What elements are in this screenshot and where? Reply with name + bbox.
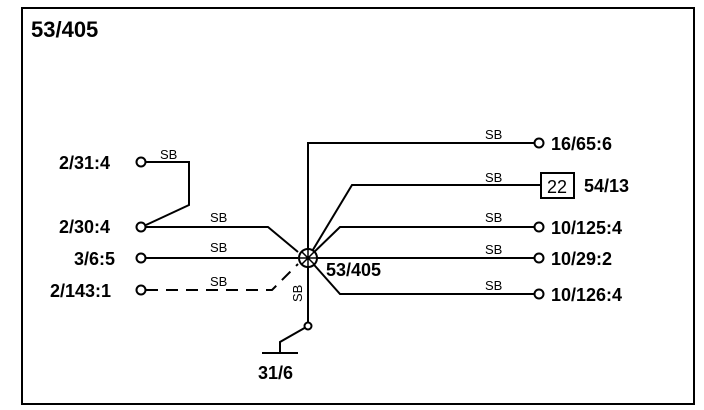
label-10-29-2: 10/29:2 [551, 249, 612, 269]
label-ground: 31/6 [258, 363, 293, 383]
ground-connection: SB 31/6 [258, 258, 313, 383]
wire-color-3-6-5: SB [210, 240, 227, 255]
wire-color-10-126-4: SB [485, 278, 502, 293]
wire-color-2-143-1: SB [210, 274, 227, 289]
connection-10-125-4: 10/125:4 SB [307, 210, 622, 259]
terminal-10-126-4 [533, 288, 545, 300]
splice-label: 53/405 [326, 260, 381, 280]
terminal-2-143-1 [135, 284, 147, 296]
connection-16-65-6: 16/65:6 SB [307, 127, 612, 258]
wire-color-10-125-4: SB [485, 210, 502, 225]
connection-3-6-5: 3/6:5 SB [74, 240, 298, 269]
connection-2-30-4: 2/30:4 SB [59, 210, 299, 253]
terminal-2-30-4 [135, 221, 147, 233]
connection-10-29-2: 10/29:2 SB [308, 242, 612, 269]
wire-color-10-29-2: SB [485, 242, 502, 257]
label-16-65-6: 16/65:6 [551, 134, 612, 154]
wire-color-54-13: SB [485, 170, 502, 185]
wire-color-ground: SB [290, 285, 305, 302]
connection-54-13: 22 54/13 SB [307, 170, 629, 259]
diagram-title: 53/405 [31, 17, 98, 42]
splice-53-405: 53/405 [298, 248, 381, 280]
wire-color-2-30-4: SB [210, 210, 227, 225]
terminal-10-125-4 [533, 221, 545, 233]
label-2-143-1: 2/143:1 [50, 281, 111, 301]
label-2-31-4: 2/31:4 [59, 153, 110, 173]
label-54-13: 54/13 [584, 176, 629, 196]
connector-box-22 [540, 172, 575, 199]
label-2-30-4: 2/30:4 [59, 217, 110, 237]
label-3-6-5: 3/6:5 [74, 249, 115, 269]
wire-color-2-31-4: SB [160, 147, 177, 162]
connection-2-31-4: 2/31:4 SB [59, 147, 190, 226]
terminal-10-29-2 [533, 252, 545, 264]
ground-switch-pivot [303, 321, 313, 331]
diagram-frame [21, 7, 695, 405]
label-10-126-4: 10/126:4 [551, 285, 622, 305]
connector-box-number: 22 [547, 177, 567, 197]
terminal-16-65-6 [533, 137, 545, 149]
connection-2-143-1: 2/143:1 SB [50, 263, 299, 301]
terminal-2-31-4 [135, 156, 147, 168]
label-10-125-4: 10/125:4 [551, 218, 622, 238]
connection-10-126-4: 10/126:4 SB [307, 257, 622, 305]
terminal-3-6-5 [135, 252, 147, 264]
wire-color-16-65-6: SB [485, 127, 502, 142]
